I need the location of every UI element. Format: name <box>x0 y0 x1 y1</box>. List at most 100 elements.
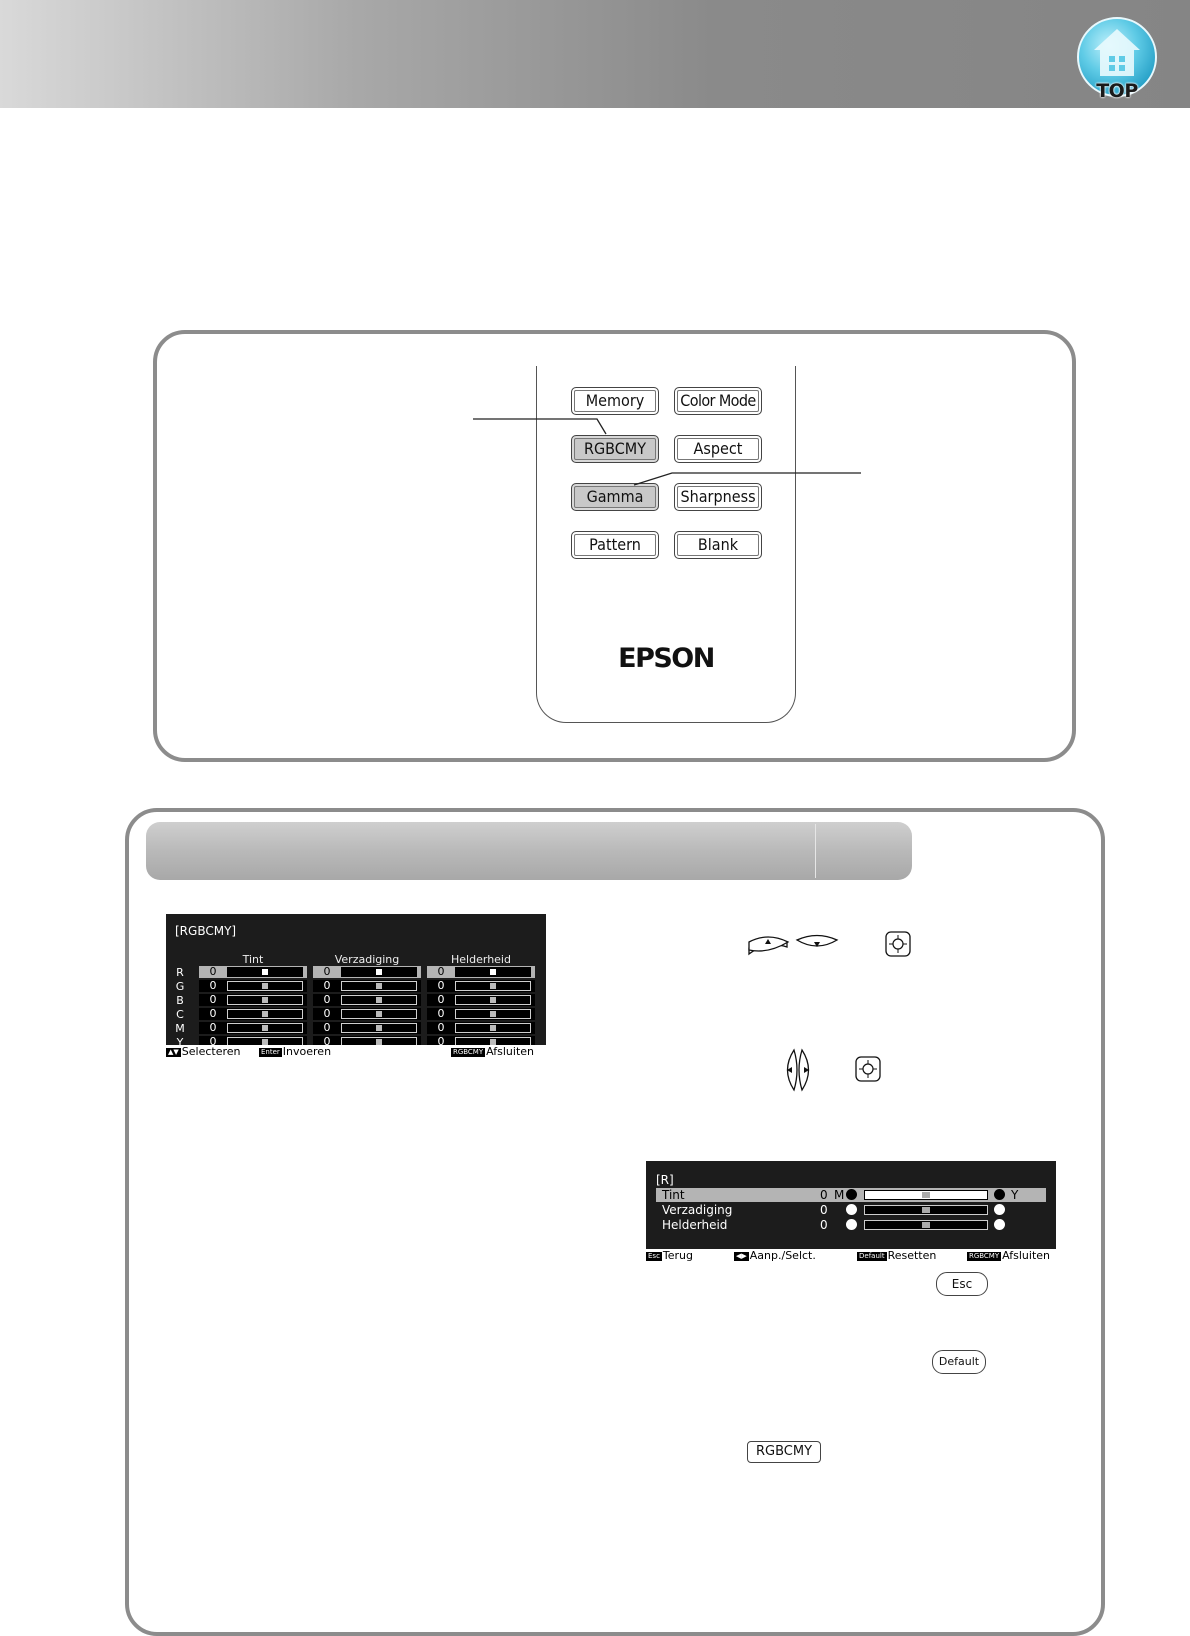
esc-key-button[interactable]: Esc <box>936 1272 988 1296</box>
left-arrow-icon[interactable] <box>846 1204 857 1215</box>
osd-cell: 0 <box>313 1008 421 1020</box>
cell-slider <box>341 981 417 991</box>
cell-slider <box>455 967 531 977</box>
column-header-saturation: Verzadiging <box>334 953 400 966</box>
slider-knob <box>490 1011 496 1017</box>
cell-value: 0 <box>209 979 217 992</box>
row-label-b: B <box>176 994 184 1007</box>
slider-knob <box>376 969 382 975</box>
rgbcmy-button[interactable]: RGBCMY <box>571 435 659 463</box>
osd-cell: 0 <box>427 1022 535 1034</box>
reset-hint: Resetten <box>887 1249 937 1262</box>
slider-knob[interactable] <box>922 1222 930 1228</box>
slider-knob <box>490 1039 496 1045</box>
top-label: TOP <box>1096 80 1138 102</box>
slider-knob <box>490 983 496 989</box>
enter-key-icon <box>885 931 911 957</box>
reset-key-icon: Default <box>857 1252 887 1261</box>
row-label-y: Y <box>176 1036 184 1049</box>
slider-knob <box>262 997 268 1003</box>
remote-panel: Memory Color Mode RGBCMY Aspect Gamma Sh… <box>153 330 1076 762</box>
enter-key-icon-2 <box>855 1056 881 1082</box>
up-down-arrow-keys-icon <box>748 934 839 956</box>
banner-divider <box>815 824 816 878</box>
page-header <box>0 0 1190 108</box>
slider-knob <box>262 983 268 989</box>
row-label-m: M <box>175 1022 185 1035</box>
adjust-row-value: 0 <box>820 1188 828 1202</box>
osd-cell: 0 <box>427 966 535 978</box>
exit-hint-2: Afsluiten <box>1002 1249 1050 1262</box>
left-right-arrow-keys-icon <box>786 1048 810 1092</box>
osd-cell: 0 <box>199 994 307 1006</box>
back-key-icon: Esc <box>646 1252 662 1261</box>
osd-cell: 0 <box>313 1022 421 1034</box>
memory-button[interactable]: Memory <box>571 387 659 415</box>
osd-cell: 0 <box>313 980 421 992</box>
pattern-button[interactable]: Pattern <box>571 531 659 559</box>
slider-knob <box>262 1025 268 1031</box>
enter-key-icon: Enter <box>259 1048 282 1057</box>
exit-hint: Afsluiten <box>486 1045 534 1058</box>
left-arrow-icon[interactable] <box>846 1219 857 1230</box>
cell-value: 0 <box>437 1035 445 1048</box>
cell-value: 0 <box>209 993 217 1006</box>
adjust-key-icon: ◀▶ <box>734 1252 749 1261</box>
blank-button[interactable]: Blank <box>674 531 762 559</box>
gamma-button[interactable]: Gamma <box>571 483 659 511</box>
cell-slider <box>227 1023 303 1033</box>
top-button[interactable]: TOP <box>1076 16 1158 106</box>
osd-cell: 0 <box>427 980 535 992</box>
section-banner <box>146 822 912 880</box>
sharpness-button[interactable]: Sharpness <box>674 483 762 511</box>
osd-title: [RGBCMY] <box>175 924 237 938</box>
slider-knob <box>376 1039 382 1045</box>
cell-slider <box>455 1009 531 1019</box>
row-label-c: C <box>176 1008 184 1021</box>
callout-lines <box>473 418 861 486</box>
cell-slider <box>455 995 531 1005</box>
slider-knob <box>490 1025 496 1031</box>
right-arrow-icon[interactable] <box>994 1219 1005 1230</box>
column-header-tint: Tint <box>242 953 264 966</box>
adjust-slider[interactable] <box>864 1220 988 1230</box>
right-arrow-icon[interactable] <box>994 1189 1005 1200</box>
cell-value: 0 <box>209 965 217 978</box>
exit-key-icon-2: RGBCMY <box>966 1252 1002 1261</box>
epson-logo: EPSON <box>618 643 715 674</box>
osd-cell: 0 <box>313 994 421 1006</box>
adjust-right-mark: Y <box>1011 1188 1019 1202</box>
right-arrow-icon[interactable] <box>994 1204 1005 1215</box>
cell-value: 0 <box>323 965 331 978</box>
cell-value: 0 <box>323 993 331 1006</box>
slider-knob <box>490 969 496 975</box>
slider-knob[interactable] <box>922 1207 930 1213</box>
remote-control: Memory Color Mode RGBCMY Aspect Gamma Sh… <box>536 366 796 723</box>
cell-value: 0 <box>209 1007 217 1020</box>
left-arrow-icon[interactable] <box>846 1189 857 1200</box>
cell-value: 0 <box>437 979 445 992</box>
osd-cell: 0 <box>199 1008 307 1020</box>
adjust-slider[interactable] <box>864 1205 988 1215</box>
cell-value: 0 <box>209 1035 217 1048</box>
rgbcmy-key-button[interactable]: RGBCMY <box>747 1441 821 1463</box>
select-key-icon: ▲▼ <box>166 1048 181 1057</box>
adjust-hint: Aanp./Selct. <box>749 1249 816 1262</box>
home-icon <box>1077 17 1157 97</box>
cell-value: 0 <box>209 1021 217 1034</box>
aspect-button[interactable]: Aspect <box>674 435 762 463</box>
column-header-brightness: Helderheid <box>451 953 511 966</box>
cell-value: 0 <box>323 1021 331 1034</box>
cell-slider <box>227 995 303 1005</box>
cell-slider <box>227 967 303 977</box>
default-key-button[interactable]: Default <box>932 1350 986 1374</box>
color-mode-button[interactable]: Color Mode <box>674 387 762 415</box>
adjust-slider[interactable] <box>864 1190 988 1200</box>
exit-key-icon: RGBCMY <box>450 1048 486 1057</box>
slider-knob[interactable] <box>922 1192 930 1198</box>
